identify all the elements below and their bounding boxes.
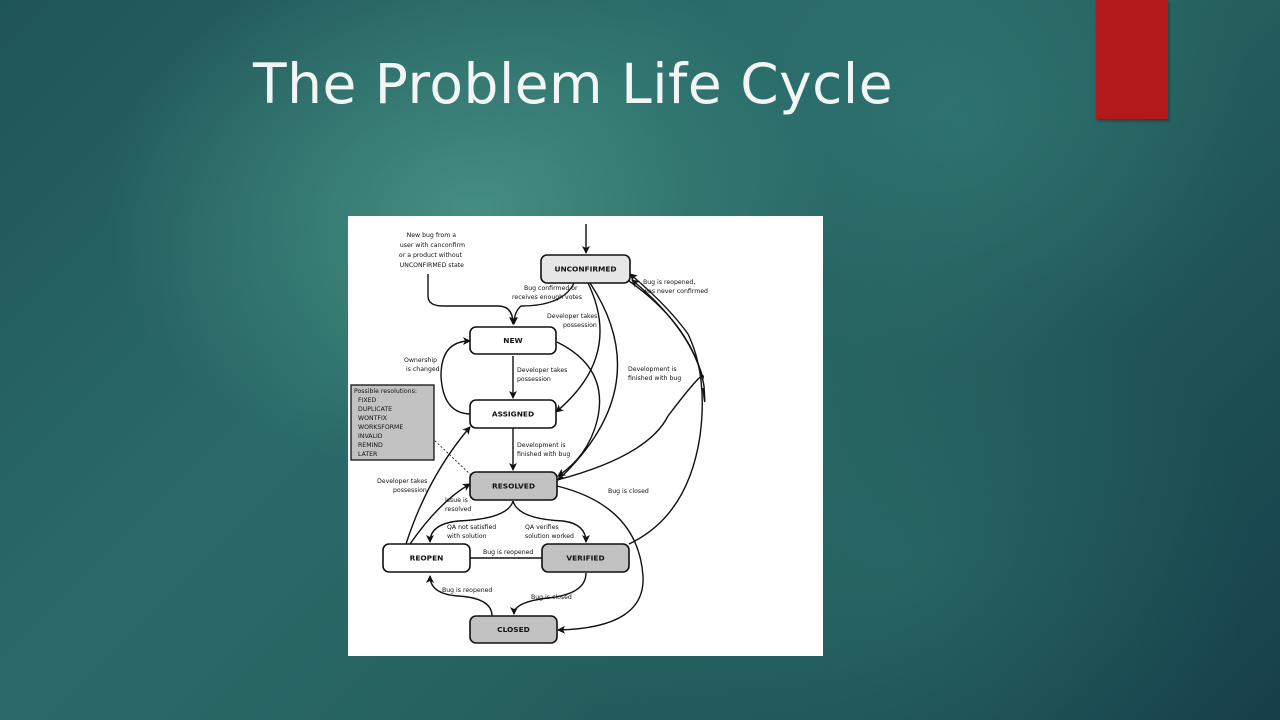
label-qa-not-satisfied: QA not satisfied: [447, 524, 496, 531]
lifecycle-diagram-svg: UNCONFIRMED NEW ASSIGNED RESOLVED REOPEN…: [350, 224, 708, 644]
node-resolved: RESOLVED: [469, 471, 558, 501]
label-dev-takes-possession-top: Developer takes: [547, 313, 597, 320]
resolution-item: WORKSFORME: [358, 424, 403, 431]
node-reopen-label: REOPEN: [410, 554, 444, 563]
label-reopened-never-confirmed: was never confirmed: [643, 288, 708, 295]
slide-title: The Problem Life Cycle: [253, 52, 894, 116]
label-qa-verifies: solution worked: [525, 533, 574, 540]
label-bug-closed-right: Bug is closed: [608, 488, 649, 495]
label-dev-takes-possession-top: possession: [563, 322, 597, 329]
label-dev-takes-possession-left: Developer takes: [377, 478, 427, 485]
label-dev-finished-mid: finished with bug: [517, 451, 570, 458]
resolution-item: INVALID: [358, 433, 383, 440]
label-bug-reopened-mid: Bug is reopened: [483, 549, 533, 556]
label-bug-confirmed: Bug confirmed or: [524, 285, 578, 292]
edge-resolutions-pointer: [431, 437, 473, 477]
node-reopen: REOPEN: [382, 543, 471, 573]
resolution-item: WONTFIX: [358, 415, 388, 422]
resolutions-box: Possible resolutions: FIXED DUPLICATE WO…: [350, 384, 435, 461]
edge-reopen-resolved: [409, 483, 471, 545]
edge-verified-unconfirmed: [628, 273, 703, 545]
label-new-bug-source: UNCONFIRMED state: [400, 262, 465, 269]
label-bug-confirmed: receives enough votes: [512, 294, 582, 301]
node-resolved-label: RESOLVED: [492, 482, 535, 491]
node-assigned-label: ASSIGNED: [492, 410, 534, 419]
label-ownership-changed: Ownership: [404, 357, 437, 364]
edge-resolved-closed: [556, 485, 644, 634]
label-qa-verifies: QA verifies: [525, 524, 559, 531]
label-ownership-changed: is changed: [406, 366, 440, 373]
label-dev-takes-possession-mid: Developer takes: [517, 367, 567, 374]
label-bug-reopened-bottom: Bug is reopened: [442, 587, 492, 594]
label-issue-resolved: Issue is: [445, 497, 468, 504]
label-new-bug-source: user with canconfirm: [400, 242, 465, 249]
edge-reopen-unconfirmed: [628, 280, 706, 403]
label-dev-takes-possession-left: possession: [393, 487, 427, 494]
diagram-edges: [405, 224, 706, 634]
label-dev-finished-right: finished with bug: [628, 375, 681, 382]
label-bug-closed-bottom: Bug is closed: [531, 594, 572, 601]
label-dev-finished-mid: Development is: [517, 442, 566, 449]
edge-unconfirmed-new: [510, 282, 575, 325]
label-reopened-never-confirmed: Bug is reopened,: [643, 279, 695, 286]
node-verified: VERIFIED: [541, 543, 630, 573]
edge-source-new: [427, 274, 517, 325]
label-new-bug-source: New bug from a: [407, 232, 457, 239]
node-assigned: ASSIGNED: [469, 399, 557, 429]
edge-unconfirmed-assigned: [555, 282, 601, 413]
resolution-item: LATER: [358, 451, 378, 458]
label-dev-takes-possession-mid: possession: [517, 376, 551, 383]
resolutions-heading: Possible resolutions:: [354, 388, 417, 395]
edge-new-resolved: [556, 341, 601, 477]
edge-verified-closed: [510, 572, 587, 615]
node-unconfirmed-label: UNCONFIRMED: [554, 265, 616, 274]
edge-resolved-verified: [512, 500, 590, 543]
edge-resolved-reopen: [426, 500, 514, 543]
node-closed-label: CLOSED: [497, 625, 530, 634]
label-dev-finished-right: Development is: [628, 366, 677, 373]
edge-labels: New bug from a user with canconfirm or a…: [377, 232, 708, 601]
label-qa-not-satisfied: with solution: [447, 533, 487, 540]
lifecycle-diagram: UNCONFIRMED NEW ASSIGNED RESOLVED REOPEN…: [348, 216, 823, 656]
label-new-bug-source: or a product without: [399, 252, 463, 259]
label-issue-resolved: resolved: [445, 506, 471, 513]
node-new: NEW: [469, 326, 557, 355]
resolution-item: REMIND: [358, 442, 383, 449]
node-closed: CLOSED: [469, 615, 558, 644]
accent-bar: [1096, 0, 1168, 119]
edge-assigned-new-loop: [440, 337, 472, 415]
node-verified-label: VERIFIED: [566, 554, 604, 563]
resolution-item: DUPLICATE: [358, 406, 392, 413]
edge-reopen-assigned: [405, 426, 471, 545]
resolution-item: FIXED: [358, 397, 377, 404]
node-new-label: NEW: [503, 336, 522, 345]
node-unconfirmed: UNCONFIRMED: [540, 254, 631, 284]
edge-closed-reopen: [426, 575, 493, 617]
